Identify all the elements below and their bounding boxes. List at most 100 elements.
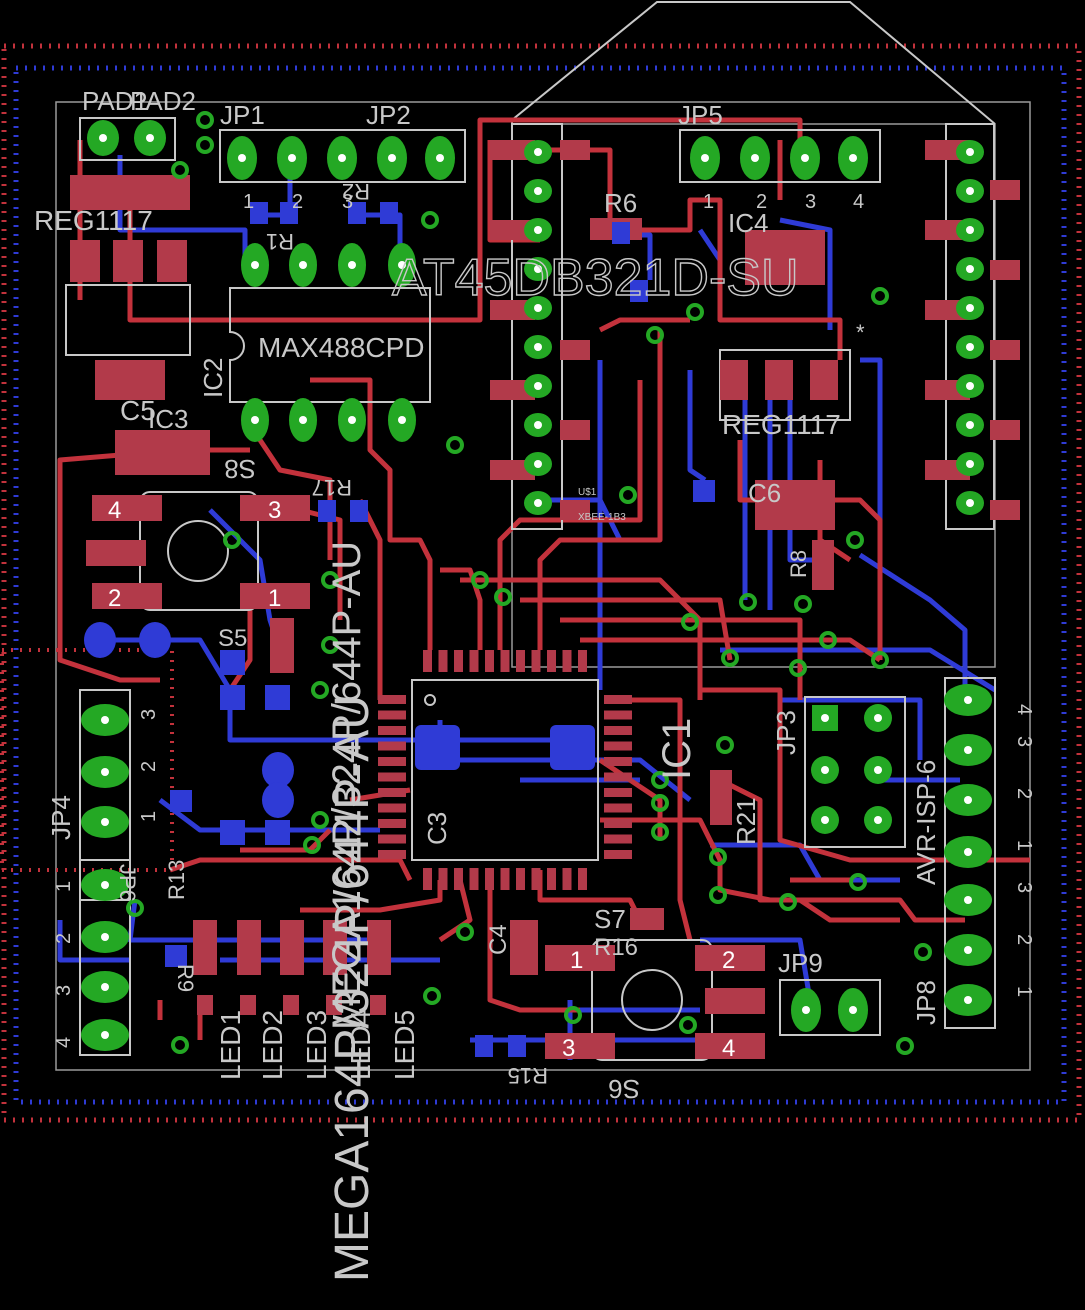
qfp-pin: [438, 650, 448, 672]
pin-number: 1: [53, 881, 75, 892]
via: [223, 531, 241, 549]
qfp-pin: [378, 850, 406, 859]
pin-number: 2: [1013, 934, 1035, 945]
drill-hole: [534, 382, 542, 390]
via: [716, 736, 734, 754]
pin-number: 2: [1013, 788, 1035, 799]
r21-label: R21: [731, 797, 761, 845]
xbee-label: XBEE-1B3: [578, 512, 626, 523]
qfp-pin: [378, 788, 406, 797]
s5-label: S5: [218, 625, 247, 652]
vias: [126, 111, 932, 1055]
drill-hole: [534, 304, 542, 312]
drill-hole: [966, 226, 974, 234]
qfp-pin: [485, 650, 494, 672]
pin-number: 3: [342, 191, 353, 213]
via: [679, 1016, 697, 1034]
drill-hole: [299, 416, 307, 424]
ic1-qfp-pins: [378, 650, 632, 890]
r15-label: R15: [508, 1063, 548, 1088]
drill-hole: [534, 421, 542, 429]
pin-number: 4: [1013, 704, 1035, 715]
via: [171, 161, 189, 179]
drill-hole: [701, 154, 709, 162]
pin-number: 1: [138, 811, 160, 822]
drill-hole: [964, 896, 972, 904]
drill-hole: [964, 796, 972, 804]
r6-label: R6: [604, 188, 637, 218]
drill-hole: [251, 416, 259, 424]
drill-hole: [348, 261, 356, 269]
drill-hole: [534, 265, 542, 273]
drill-hole: [534, 460, 542, 468]
qfp-pin: [562, 650, 572, 672]
pad2-label: PAD2: [130, 86, 196, 116]
drill-hole: [534, 148, 542, 156]
qfp-pin: [531, 650, 541, 672]
pad1-label: PAD1: [82, 86, 148, 116]
via: [709, 848, 727, 866]
qfp-pin: [485, 868, 494, 890]
pin-number: 3: [562, 1035, 575, 1062]
r9-label: R9: [173, 964, 198, 992]
drill-hole: [964, 946, 972, 954]
drill-hole: [874, 816, 882, 824]
jp6-label: JP6: [115, 864, 140, 902]
ic3-label: IC3: [148, 404, 188, 434]
pin-number: 4: [53, 1037, 75, 1048]
pin-number: 1: [1013, 986, 1035, 997]
qfp-pin: [604, 819, 632, 828]
led5-label: LED5: [389, 1010, 420, 1080]
pin-number: 3: [1013, 736, 1035, 747]
qfp-pin: [423, 650, 432, 672]
r13-label: R13: [164, 860, 189, 900]
bottom-smd: [84, 202, 715, 1057]
jp5-label: JP5: [678, 100, 723, 130]
via: [651, 823, 669, 841]
drill-hole: [964, 996, 972, 1004]
drill-hole: [964, 848, 972, 856]
drill-hole: [966, 265, 974, 273]
via: [171, 1036, 189, 1054]
qfp-pin: [378, 741, 406, 751]
jp4-label: JP4: [46, 795, 76, 840]
drill-hole: [966, 460, 974, 468]
drill-hole: [966, 421, 974, 429]
qfp-pin: [378, 803, 406, 813]
via: [423, 987, 441, 1005]
qfp-pin: [454, 868, 463, 890]
ic1-label: IC1: [655, 718, 699, 780]
r16-label: R16: [594, 934, 638, 961]
qfp-pin: [378, 819, 406, 828]
via: [651, 771, 669, 789]
drill-hole: [966, 343, 974, 351]
via: [721, 649, 739, 667]
pin-number: 2: [756, 191, 767, 213]
c4-label: C4: [485, 924, 512, 955]
drill-hole: [751, 154, 759, 162]
via: [686, 303, 704, 321]
pin-number: 2: [292, 191, 303, 213]
via: [789, 659, 807, 677]
via: [896, 1037, 914, 1055]
drill-hole: [348, 416, 356, 424]
via: [819, 631, 837, 649]
pin-number: 3: [53, 985, 75, 996]
ic2-label: IC2: [198, 358, 228, 398]
qfp-pin: [378, 834, 406, 844]
qfp-pin: [500, 868, 510, 890]
via: [303, 836, 321, 854]
drill-hole: [534, 187, 542, 195]
s8-label: S8: [224, 454, 256, 484]
drill-hole: [101, 768, 109, 776]
at45-label: AT45DB321D-SU: [392, 249, 799, 307]
pin-number: 3: [138, 709, 160, 720]
qfp-pin: [604, 757, 632, 766]
pin-number: 3: [268, 497, 281, 524]
u1-label: U$1: [578, 487, 597, 498]
qfp-pin: [378, 710, 406, 720]
pin-number: 3: [805, 191, 816, 213]
silkscreen-outlines: [65, 117, 996, 1061]
qfp-pin: [469, 650, 479, 672]
drill-hole: [101, 933, 109, 941]
